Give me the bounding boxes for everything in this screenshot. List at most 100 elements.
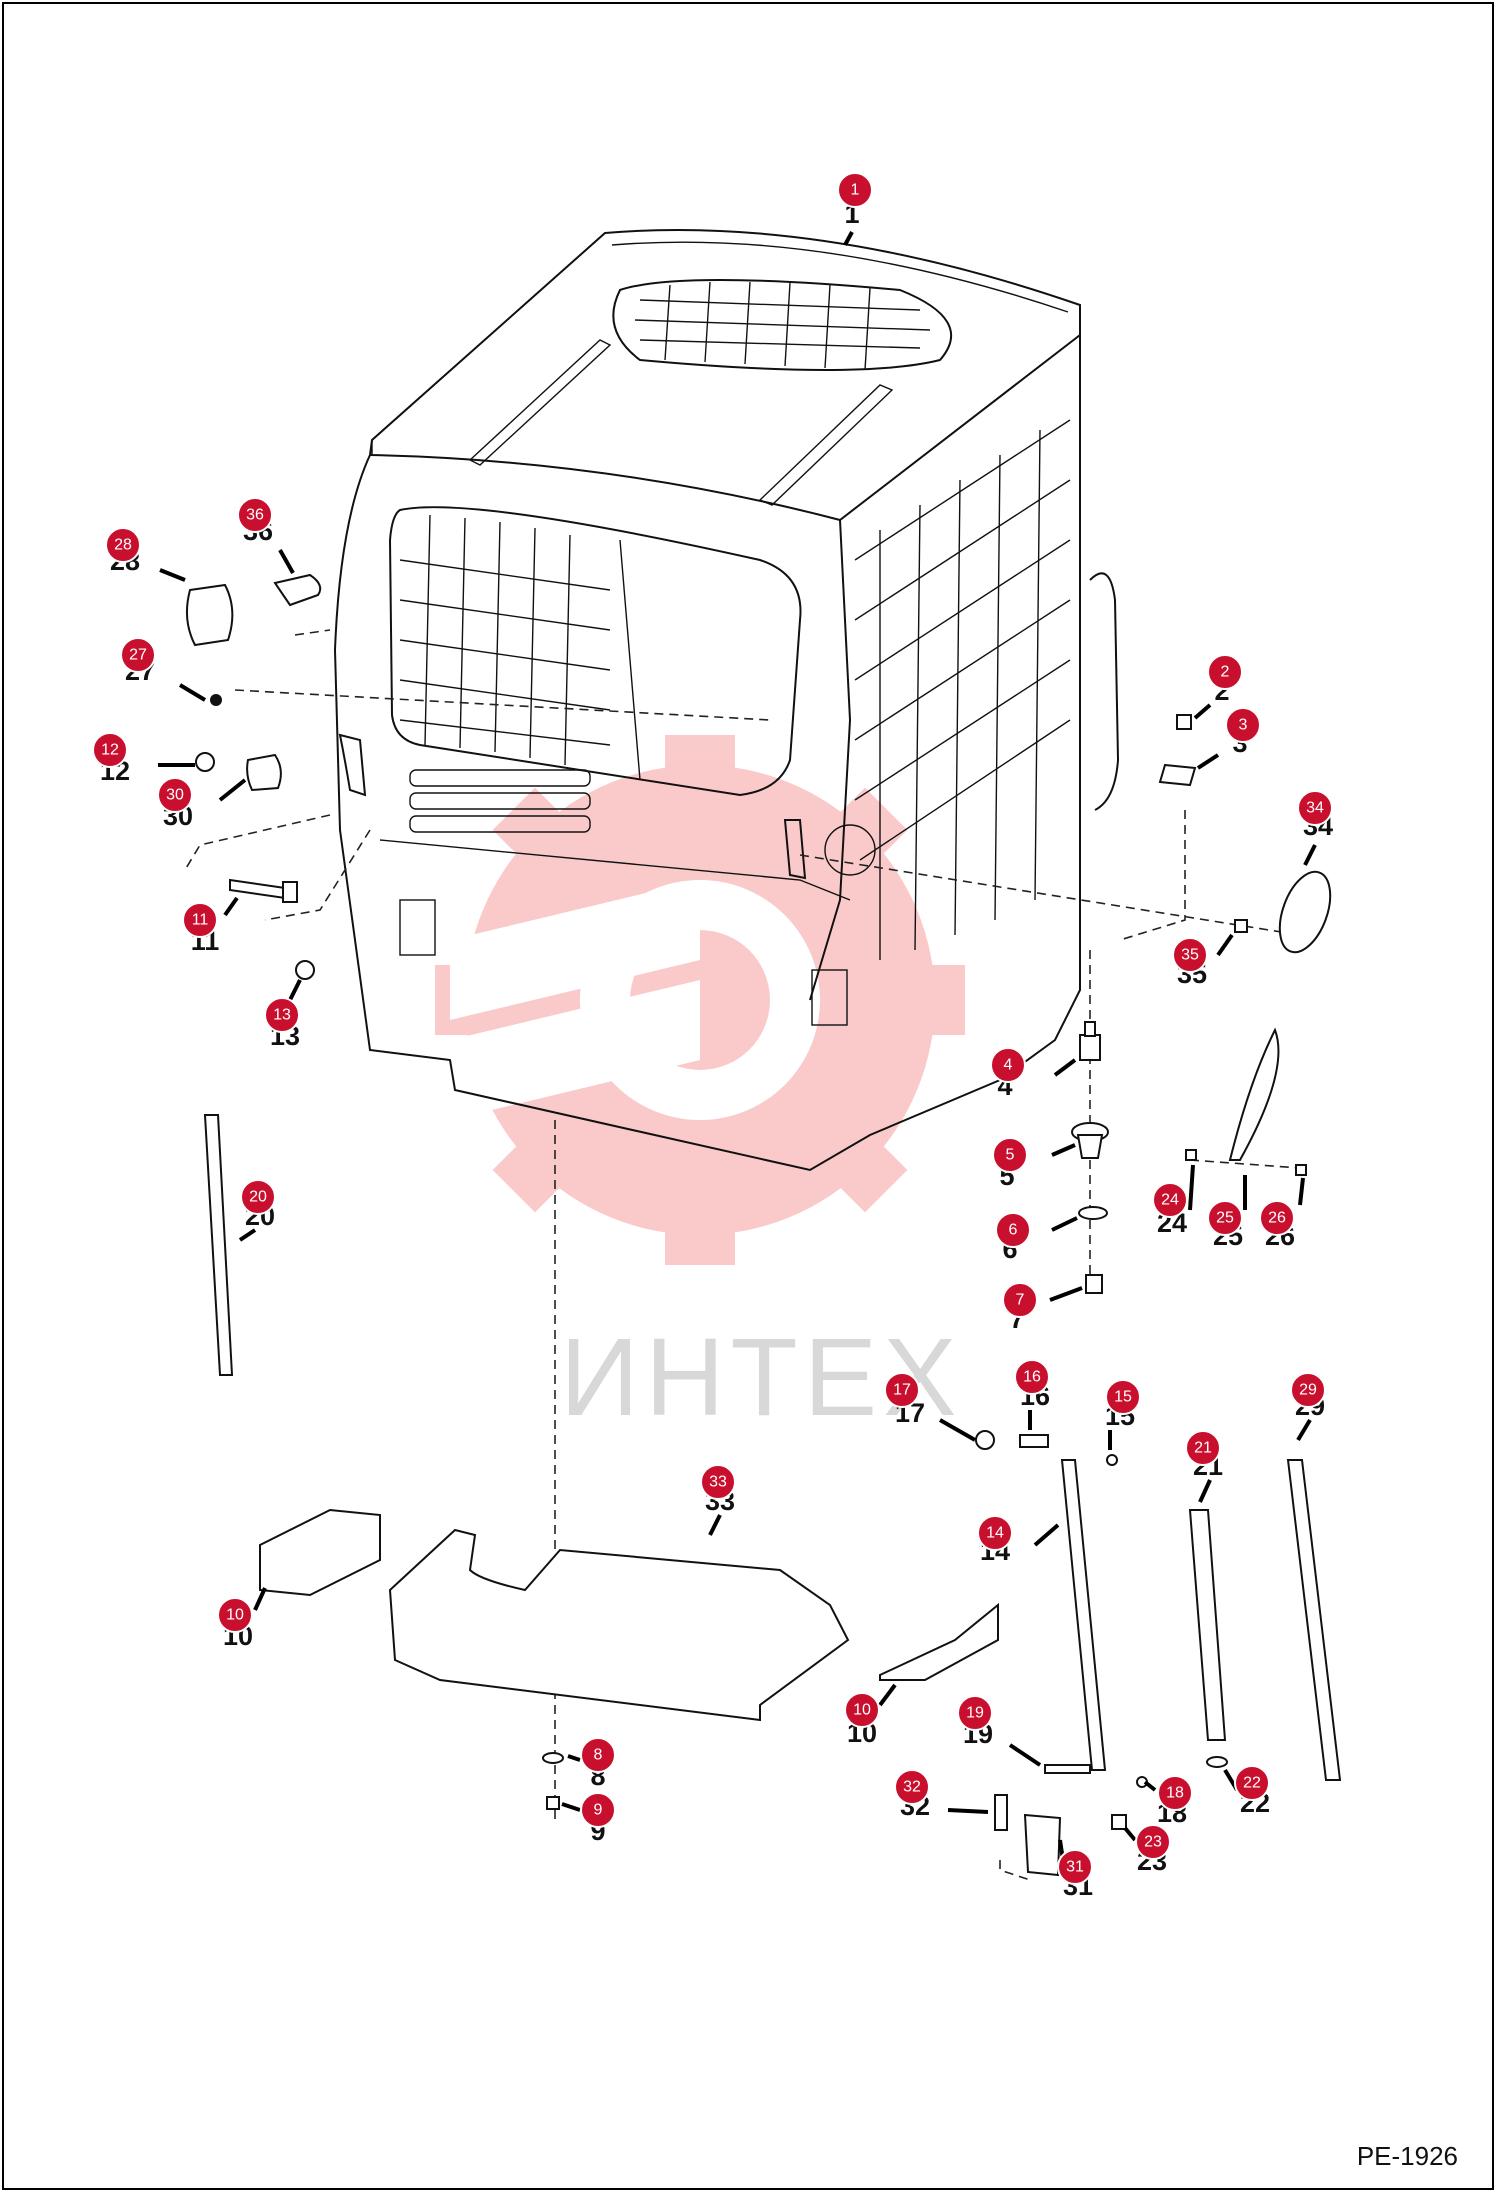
part-badge[interactable]: 24: [1152, 1182, 1188, 1218]
callout-28[interactable]: 2828: [105, 527, 186, 582]
callout-2[interactable]: 22: [1193, 654, 1243, 720]
callout-9[interactable]: 99: [561, 1792, 616, 1846]
leader-line: [218, 778, 247, 802]
part-badge[interactable]: 18: [1157, 1775, 1193, 1811]
callout-7[interactable]: 77: [1002, 1282, 1083, 1334]
part-badge-number: 18: [1166, 1785, 1184, 1802]
part-badge[interactable]: 10: [217, 1597, 253, 1633]
part-badge[interactable]: 25: [1207, 1200, 1243, 1236]
part-badge[interactable]: 9: [580, 1792, 616, 1828]
part-badge[interactable]: 35: [1172, 937, 1208, 973]
callout-1[interactable]: 11: [837, 172, 873, 246]
part-badge[interactable]: 6: [995, 1212, 1031, 1248]
leader-line: [1008, 1743, 1042, 1767]
part-badge[interactable]: 30: [157, 777, 193, 813]
leader-line: [947, 1808, 989, 1814]
part-badge[interactable]: 2: [1207, 654, 1243, 690]
leader-line: [223, 896, 239, 917]
part-badge[interactable]: 22: [1234, 1765, 1270, 1801]
part-badge[interactable]: 12: [92, 732, 128, 768]
part-badge-number: 16: [1023, 1369, 1041, 1386]
callout-14[interactable]: 1414: [977, 1515, 1060, 1566]
part-badge[interactable]: 1: [837, 172, 873, 208]
part-badge[interactable]: 13: [264, 997, 300, 1033]
part-badge-number: 10: [226, 1607, 244, 1624]
callout-36[interactable]: 3636: [237, 497, 295, 574]
callout-27[interactable]: 2727: [120, 637, 207, 702]
part-badge[interactable]: 29: [1290, 1372, 1326, 1408]
part-badge[interactable]: 32: [894, 1769, 930, 1805]
part-badge-number: 21: [1194, 1440, 1212, 1457]
part-badge-number: 34: [1306, 800, 1324, 817]
leader-line: [561, 1802, 581, 1812]
part-badge[interactable]: 3: [1225, 707, 1261, 743]
part-badge[interactable]: 34: [1297, 790, 1333, 826]
part-badge[interactable]: 14: [977, 1515, 1013, 1551]
part-badge[interactable]: 36: [237, 497, 273, 533]
callout-5[interactable]: 55: [992, 1137, 1076, 1191]
callout-29[interactable]: 2929: [1290, 1372, 1326, 1442]
callout-3[interactable]: 33: [1196, 707, 1261, 770]
part-badge-number: 15: [1114, 1389, 1132, 1406]
part-badge-number: 32: [903, 1779, 921, 1796]
part-badge-number: 35: [1181, 947, 1199, 964]
part-badge[interactable]: 15: [1105, 1379, 1141, 1415]
part-badge-number: 1: [851, 182, 860, 199]
part-badge[interactable]: 16: [1014, 1359, 1050, 1395]
callout-8[interactable]: 88: [567, 1737, 616, 1791]
part-badge[interactable]: 7: [1002, 1282, 1038, 1318]
part-badge[interactable]: 23: [1135, 1824, 1171, 1860]
part-badge[interactable]: 21: [1185, 1430, 1221, 1466]
leader-line: [178, 683, 207, 702]
part-badge[interactable]: 17: [884, 1372, 920, 1408]
callout-4[interactable]: 44: [990, 1047, 1077, 1101]
part-badge[interactable]: 8: [580, 1737, 616, 1773]
part-badge-number: 31: [1066, 1859, 1084, 1876]
leader-line: [567, 1754, 581, 1762]
part-badge[interactable]: 20: [240, 1179, 276, 1215]
gear-logo-icon: [435, 735, 965, 1265]
leader-line: [1143, 1780, 1157, 1792]
part-badge[interactable]: 4: [990, 1047, 1026, 1083]
part-badge[interactable]: 33: [700, 1464, 736, 1500]
leader-line: [1051, 1143, 1076, 1157]
part-badge[interactable]: 5: [992, 1137, 1028, 1173]
part-badge[interactable]: 26: [1259, 1200, 1295, 1236]
part-badge[interactable]: 11: [182, 902, 218, 938]
callout-6[interactable]: 66: [995, 1212, 1078, 1264]
callouts[interactable]: 1122334455667788991010101011111212131314…: [92, 172, 1333, 1901]
part-badge-number: 24: [1161, 1192, 1179, 1209]
leader-line: [1053, 1058, 1077, 1077]
part-badge-number: 23: [1144, 1834, 1162, 1851]
leader-line: [238, 1228, 257, 1242]
part-badge[interactable]: 31: [1057, 1849, 1093, 1885]
part-badge[interactable]: 19: [957, 1695, 993, 1731]
part-badge[interactable]: 27: [120, 637, 156, 673]
part-badge[interactable]: 10: [844, 1692, 880, 1728]
part-badge[interactable]: 28: [105, 527, 141, 563]
part-badge-number: 33: [709, 1474, 727, 1491]
